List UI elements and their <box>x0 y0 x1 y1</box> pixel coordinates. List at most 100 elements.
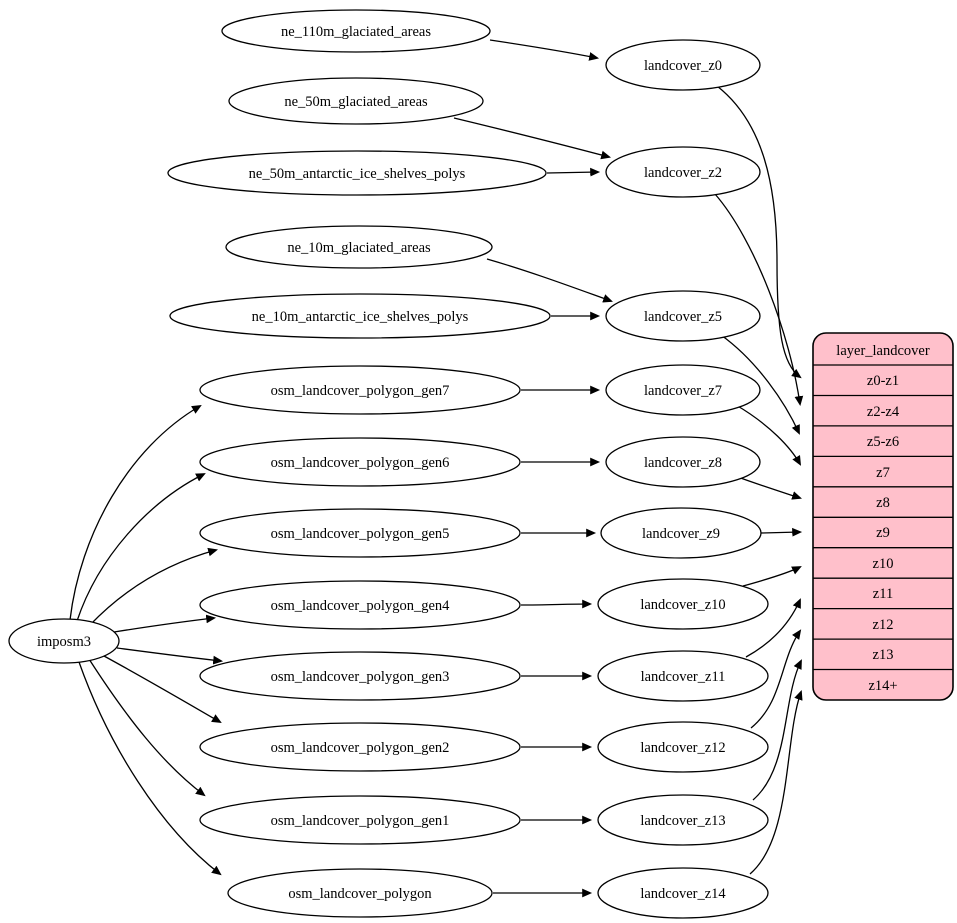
node-landcover_z14: landcover_z14 <box>597 867 769 919</box>
node-landcover_z5-shape <box>605 290 761 342</box>
edge-imposm3-to-osm_landcover_polygon_gen7 <box>69 404 202 621</box>
table-row-z12: z12 <box>873 617 894 633</box>
node-osm_landcover_polygon_gen6: osm_landcover_polygon_gen6 <box>199 437 521 487</box>
node-ne_10m_glaciated_areas: ne_10m_glaciated_areas <box>225 225 493 269</box>
node-osm_landcover_polygon_gen2-label: osm_landcover_polygon_gen2 <box>271 740 450 756</box>
node-landcover_z8-label: landcover_z8 <box>644 455 722 471</box>
node-osm_landcover_polygon_gen3-label: osm_landcover_polygon_gen3 <box>271 669 450 685</box>
node-osm_landcover_polygon_gen5-shape <box>199 508 521 558</box>
node-ne_10m_glaciated_areas-shape <box>225 225 493 269</box>
node-imposm3: imposm3 <box>8 618 120 664</box>
node-osm_landcover_polygon: osm_landcover_polygon <box>227 868 493 918</box>
node-landcover_z11: landcover_z11 <box>597 650 769 702</box>
edge-landcover_z2-to-row-z2-z4 <box>714 193 804 407</box>
table-row-z9: z9 <box>876 525 890 541</box>
node-landcover_z9-label: landcover_z9 <box>642 526 720 542</box>
node-ne_10m_glaciated_areas-label: ne_10m_glaciated_areas <box>287 240 431 256</box>
node-landcover_z0-shape <box>605 39 761 91</box>
table-row-z0-z1: z0-z1 <box>867 373 899 389</box>
node-ne_110m_glaciated_areas-label: ne_110m_glaciated_areas <box>281 24 431 40</box>
node-ne_50m_antarctic_ice_shelves_polys: ne_50m_antarctic_ice_shelves_polys <box>167 150 547 196</box>
node-landcover_z10: landcover_z10 <box>597 578 769 630</box>
edge-imposm3-to-osm_landcover_polygon_gen5 <box>88 547 219 627</box>
table-row-z10: z10 <box>873 556 894 572</box>
node-landcover_z12-shape <box>597 721 769 773</box>
node-ne_10m_antarctic_ice_shelves_polys-shape <box>169 293 551 339</box>
node-landcover_z13-shape <box>597 794 769 846</box>
node-ne_50m_glaciated_areas: ne_50m_glaciated_areas <box>228 77 484 125</box>
node-ne_50m_antarctic_ice_shelves_polys-label: ne_50m_antarctic_ice_shelves_polys <box>249 166 466 182</box>
edge-landcover_z13-to-row-z13 <box>752 659 802 801</box>
node-osm_landcover_polygon_gen7-shape <box>199 365 521 415</box>
node-osm_landcover_polygon-shape <box>227 868 493 918</box>
node-osm_landcover_polygon_gen1: osm_landcover_polygon_gen1 <box>199 795 521 845</box>
node-ne_110m_glaciated_areas-shape <box>221 9 491 53</box>
node-landcover_z13-label: landcover_z13 <box>640 813 725 829</box>
edge-ne_10m_glaciated_areas-to-landcover_z5 <box>486 258 613 303</box>
node-ne_110m_glaciated_areas: ne_110m_glaciated_areas <box>221 9 491 53</box>
edge-landcover_z7-to-row-z7 <box>735 404 802 466</box>
node-osm_landcover_polygon_gen6-label: osm_landcover_polygon_gen6 <box>271 455 450 471</box>
table-layer_landcover: layer_landcover z0-z1 z2-z4 z5-z6 z7 z8 … <box>812 332 954 701</box>
node-landcover_z8-shape <box>605 436 761 488</box>
node-osm_landcover_polygon-label: osm_landcover_polygon <box>288 886 432 902</box>
table-row-z7: z7 <box>876 465 890 481</box>
node-osm_landcover_polygon_gen4: osm_landcover_polygon_gen4 <box>199 580 521 630</box>
node-imposm3-shape <box>8 618 120 664</box>
node-osm_landcover_polygon_gen5-label: osm_landcover_polygon_gen5 <box>271 526 450 542</box>
node-ne_50m_antarctic_ice_shelves_polys-shape <box>167 150 547 196</box>
edge-landcover_z11-to-row-z11 <box>745 598 801 658</box>
node-osm_landcover_polygon_gen1-shape <box>199 795 521 845</box>
table-title: layer_landcover <box>836 343 930 359</box>
edge-ne_50m_antarctic_ice_shelves_polys-to-landcover_z2 <box>546 167 601 177</box>
node-osm_landcover_polygon_gen4-label: osm_landcover_polygon_gen4 <box>271 598 451 614</box>
node-landcover_z2-label: landcover_z2 <box>644 165 722 181</box>
node-landcover_z2-shape <box>605 146 761 198</box>
edge-osm_landcover_polygon_gen4-to-landcover_z10 <box>520 599 593 609</box>
node-landcover_z14-shape <box>597 867 769 919</box>
edge-imposm3-to-osm_landcover_polygon_gen6 <box>76 473 206 622</box>
table-row-z2-z4: z2-z4 <box>867 404 900 420</box>
node-landcover_z8: landcover_z8 <box>605 436 761 488</box>
node-landcover_z11-shape <box>597 650 769 702</box>
table-row-z14plus: z14+ <box>868 678 897 694</box>
edge-imposm3-to-osm_landcover_polygon_gen4 <box>113 614 217 633</box>
node-osm_landcover_polygon_gen1-label: osm_landcover_polygon_gen1 <box>271 813 450 829</box>
node-ne_50m_glaciated_areas-label: ne_50m_glaciated_areas <box>284 94 428 110</box>
node-osm_landcover_polygon_gen3: osm_landcover_polygon_gen3 <box>199 651 521 701</box>
node-osm_landcover_polygon_gen5: osm_landcover_polygon_gen5 <box>199 508 521 558</box>
node-landcover_z5-label: landcover_z5 <box>644 309 722 325</box>
node-landcover_z11-label: landcover_z11 <box>641 669 726 685</box>
node-landcover_z0-label: landcover_z0 <box>644 58 722 74</box>
node-landcover_z12: landcover_z12 <box>597 721 769 773</box>
edge-imposm3-to-osm_landcover_polygon <box>78 661 222 876</box>
edge-layer <box>69 39 804 898</box>
node-landcover_z13: landcover_z13 <box>597 794 769 846</box>
table-row-z13: z13 <box>873 647 894 663</box>
node-ne_10m_antarctic_ice_shelves_polys-label: ne_10m_antarctic_ice_shelves_polys <box>252 309 469 325</box>
node-landcover_z14-label: landcover_z14 <box>640 886 726 902</box>
node-osm_landcover_polygon_gen2-shape <box>199 722 521 772</box>
edge-imposm3-to-osm_landcover_polygon_gen2 <box>103 655 222 724</box>
node-layer: ne_110m_glaciated_areas ne_50m_glaciated… <box>8 9 769 919</box>
node-landcover_z2: landcover_z2 <box>605 146 761 198</box>
edge-ne_110m_glaciated_areas-to-landcover_z0 <box>489 39 600 61</box>
edge-landcover_z10-to-row-z10 <box>742 566 802 587</box>
table-row-z11: z11 <box>873 586 893 602</box>
node-osm_landcover_polygon_gen2: osm_landcover_polygon_gen2 <box>199 722 521 772</box>
node-ne_10m_antarctic_ice_shelves_polys: ne_10m_antarctic_ice_shelves_polys <box>169 293 551 339</box>
edge-imposm3-to-osm_landcover_polygon_gen1 <box>88 658 206 797</box>
node-imposm3-label: imposm3 <box>37 634 91 650</box>
edge-landcover_z0-to-row-z0-z1 <box>716 85 802 379</box>
node-osm_landcover_polygon_gen3-shape <box>199 651 521 701</box>
edge-landcover_z14-to-row-z14plus <box>749 690 803 875</box>
node-landcover_z5: landcover_z5 <box>605 290 761 342</box>
node-landcover_z7-label: landcover_z7 <box>644 383 722 399</box>
edge-landcover_z12-to-row-z12 <box>750 629 802 729</box>
node-osm_landcover_polygon_gen7-label: osm_landcover_polygon_gen7 <box>271 383 450 399</box>
table-row-z8: z8 <box>876 495 890 511</box>
node-landcover_z0: landcover_z0 <box>605 39 761 91</box>
edge-ne_50m_glaciated_areas-to-landcover_z2 <box>453 117 612 160</box>
